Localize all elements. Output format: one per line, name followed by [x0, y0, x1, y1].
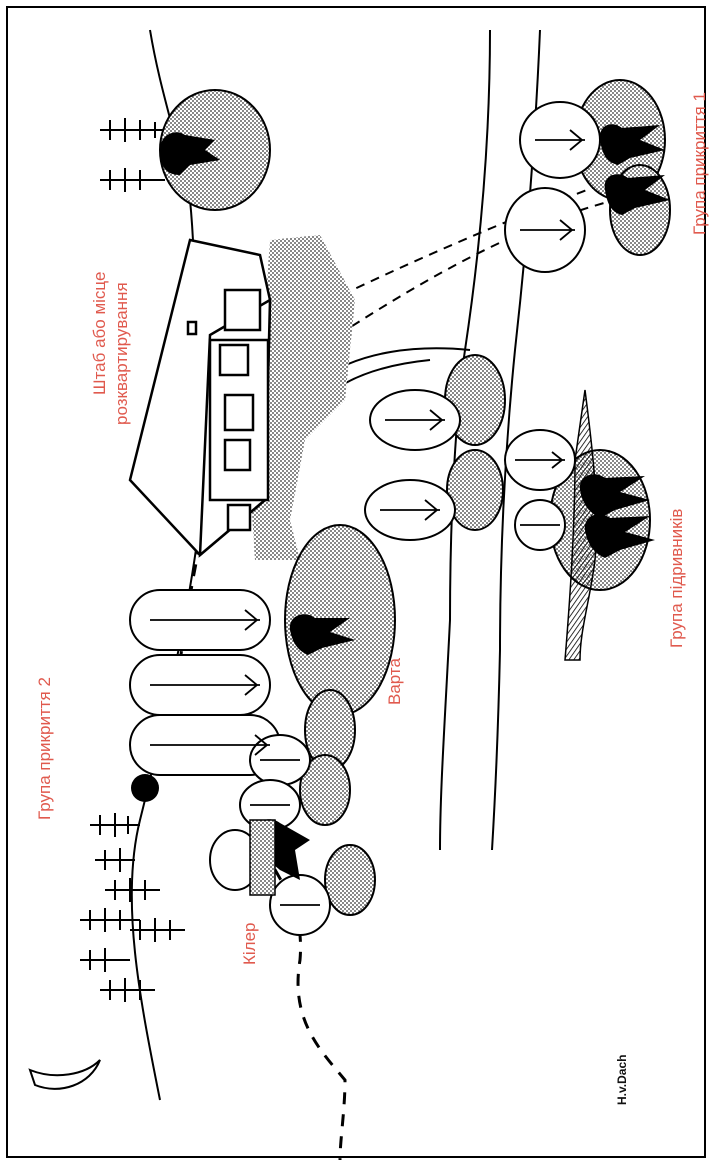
label-cover-1: Група прикриття 1 [690, 92, 710, 235]
signature: H.v.Dach [615, 1055, 629, 1105]
label-cover-2: Група прикриття 2 [35, 677, 55, 820]
label-blasters: Група підривників [667, 509, 687, 648]
cover-group-2-marker [131, 774, 159, 802]
headquarters-building [130, 240, 270, 555]
killer-position [250, 820, 275, 895]
label-guard: Варта [385, 658, 405, 705]
moon-icon [30, 1060, 100, 1089]
label-hq-2: розквартирування [112, 282, 132, 425]
label-killer: Кілер [240, 922, 260, 965]
label-hq: Штаб або місце [90, 272, 110, 395]
